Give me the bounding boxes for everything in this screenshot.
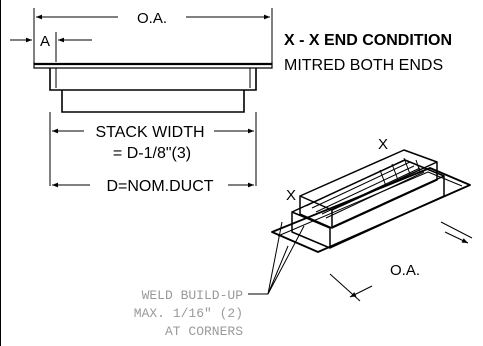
weld-note-line2: MAX. 1/16" (2) — [134, 306, 243, 321]
duct-dimension-label: D=NOM.DUCT — [106, 178, 213, 195]
stack-width-label: STACK WIDTH — [95, 124, 204, 141]
stack-width-formula: = D-1/8"(3) — [113, 145, 191, 162]
end-condition-subtitle: MITRED BOTH ENDS — [284, 57, 443, 74]
weld-note-line1: WELD BUILD-UP — [142, 288, 244, 303]
iso-dimension — [329, 221, 473, 302]
labels: O.A. A X - X END CONDITION MITRED BOTH E… — [40, 10, 452, 339]
section-view — [33, 8, 273, 186]
isometric-view — [271, 149, 471, 253]
weld-note-line3: AT CORNERS — [165, 324, 243, 339]
sheet-left-border — [0, 0, 1, 346]
section-mark-left: X — [286, 187, 296, 204]
dimension-a-label: A — [40, 33, 50, 50]
end-condition-title: X - X END CONDITION — [284, 32, 452, 49]
iso-overall-label: O.A. — [390, 262, 420, 279]
overall-dimension-label: O.A. — [137, 10, 167, 27]
section-mark-right: X — [378, 136, 388, 153]
dimension-lines — [10, 14, 270, 188]
weld-leaders — [248, 221, 305, 295]
